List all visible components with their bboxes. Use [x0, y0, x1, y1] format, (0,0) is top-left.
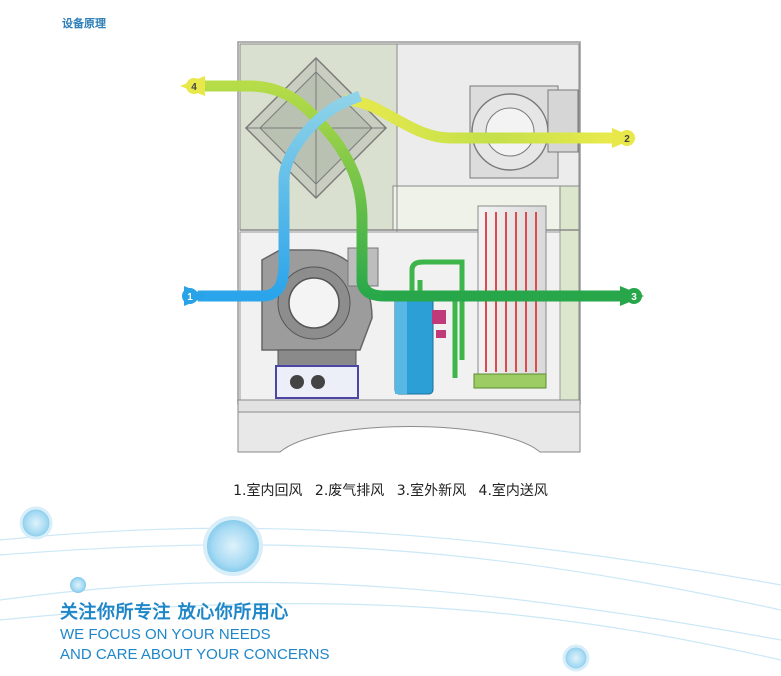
airflow-supply	[205, 80, 385, 302]
legend-item-fresh: 3.室外新风	[396, 483, 467, 499]
legend-item-exhaust: 2.废气排风	[314, 483, 385, 499]
marker-3-label: 3	[631, 292, 637, 303]
compressor	[394, 291, 446, 395]
exhaust-fan	[469, 85, 579, 179]
airflow-return	[198, 90, 363, 302]
page-title: 设备原理	[62, 17, 106, 30]
marker-2: 2	[619, 130, 635, 146]
supply-fan	[261, 247, 379, 399]
marker-4: 4	[186, 78, 202, 94]
legend-item-supply: 4.室内送风	[478, 483, 548, 499]
slogan-english-line-2: AND CARE ABOUT YOUR CONCERNS	[60, 646, 330, 663]
marker-4-label: 4	[191, 82, 197, 93]
decorative-bubble-medium	[19, 506, 53, 540]
marker-1-label: 1	[187, 292, 193, 303]
slogan-english-line-1: WE FOCUS ON YOUR NEEDS	[60, 626, 271, 643]
marker-3: 3	[626, 288, 642, 304]
decorative-bubble-right	[562, 644, 590, 672]
decorative-swooshes	[0, 527, 781, 661]
decorative-bubble-large	[203, 516, 263, 576]
refrigerant-piping	[409, 259, 465, 378]
marker-1: 1	[182, 288, 198, 304]
marker-2-label: 2	[624, 134, 630, 145]
decorative-bubble-small	[70, 577, 86, 593]
legend: 1.室内回风 2.废气排风 3.室外新风 4.室内送风	[0, 480, 781, 500]
slogan-chinese: 关注你所专注 放心你所用心	[60, 602, 289, 623]
legend-item-return: 1.室内回风	[233, 483, 303, 499]
